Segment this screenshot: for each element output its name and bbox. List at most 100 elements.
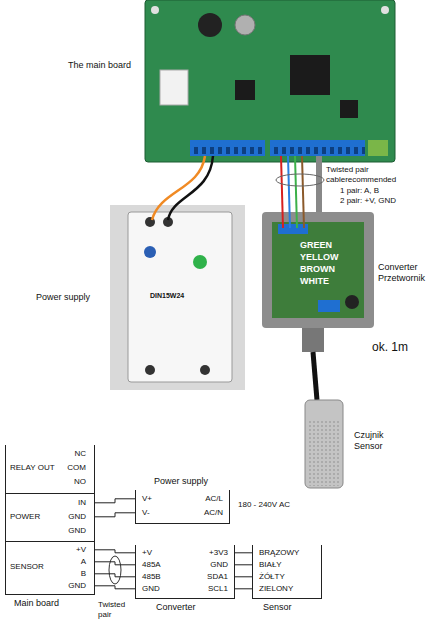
power-supply-module: [128, 212, 232, 382]
pin-name: BIAŁY: [259, 560, 282, 570]
pin-name: 485A: [142, 560, 161, 570]
pin-name: V-: [142, 508, 150, 518]
caption-label: ok. 1m: [372, 340, 408, 354]
wire: [94, 574, 135, 577]
chip: [235, 80, 255, 100]
box-heading: SENSOR: [10, 562, 44, 572]
caption-label: The main board: [68, 60, 144, 71]
box-heading: Main board: [14, 598, 59, 609]
mount-hole: [151, 6, 159, 14]
caption-label: DIN15W24: [150, 292, 184, 300]
board-section: SENSOR +V AB GND: [6, 541, 94, 593]
caption-label: GREEN: [300, 240, 332, 251]
board-section: POWER IN GND GND: [6, 493, 94, 541]
converter-pcb: [272, 222, 364, 318]
pin-name: ZIELONY: [259, 584, 293, 594]
capacitor: [198, 13, 222, 37]
terminal: [145, 365, 155, 375]
pin-name: GND: [210, 560, 228, 570]
twisted-pair-mark: [109, 556, 121, 584]
wire-brown: [302, 156, 304, 228]
coin-cell: [235, 15, 255, 35]
wire: [94, 513, 135, 517]
wire: [94, 499, 135, 503]
caption-label: 1 pair: A, B: [340, 186, 379, 196]
wire-blue: [288, 156, 290, 228]
pin-name: SCL1: [208, 584, 228, 594]
pin-name: BRĄZOWY: [259, 548, 299, 558]
box-heading: Converter: [156, 602, 196, 613]
caption-label: YELLOW: [300, 252, 339, 263]
pin-name: A: [81, 557, 86, 567]
converter-housing: [262, 212, 374, 328]
caption-label: BROWN: [300, 264, 335, 275]
terminal-slots: [270, 140, 365, 156]
sensor-probe: [305, 400, 343, 488]
connector: [160, 70, 188, 105]
chip: [290, 55, 330, 95]
potentiometer: [144, 246, 156, 258]
caption-label: Twisted pair: [98, 600, 138, 619]
caption-label: 2 pair: +V, GND: [340, 196, 396, 206]
pin-name: NC: [74, 449, 86, 459]
terminal-block: [368, 140, 388, 156]
pin-name: +V: [142, 548, 152, 558]
photo-ground: [110, 205, 245, 390]
component-box: SensorBRĄZOWYBIAŁYŻÓŁTYZIELONY: [252, 545, 322, 599]
pin-name: SDA1: [207, 572, 228, 582]
pin-name: GND: [68, 526, 86, 536]
mount-hole: [381, 6, 389, 14]
pin-name: B: [81, 569, 86, 579]
box-heading: POWER: [10, 512, 40, 522]
pin-name: COM: [67, 463, 86, 473]
pin-name: AC/N: [204, 508, 223, 518]
caption-label: Czujnik Sensor: [354, 430, 404, 452]
terminal: [200, 365, 210, 375]
main-board-pcb: [145, 0, 395, 162]
wire: [94, 550, 135, 553]
board-section: RELAY OUT NC COM NO: [6, 445, 94, 493]
box-heading: Sensor: [263, 602, 292, 613]
pin-name: GND: [142, 584, 160, 594]
sensor-filter: [307, 420, 341, 486]
pin-name: IN: [78, 498, 86, 508]
pin-name: GND: [68, 512, 86, 522]
terminal-block: [318, 300, 340, 312]
terminal-block: [190, 140, 265, 156]
terminal-block: [270, 140, 365, 156]
component-box: Converter+V485A485BGND+3V3GNDSDA1SCL1: [135, 545, 235, 599]
component-box: RELAY OUTNCCOMNOPOWERINGNDGNDSENSOR+VABG…: [5, 445, 95, 595]
wire-black: [168, 156, 213, 220]
pin-name: NO: [74, 477, 86, 487]
component-box: Power supplyV+V-AC/LAC/N: [135, 490, 230, 524]
caption-label: Twisted pair cablerecommended: [326, 165, 434, 184]
box-heading: Power supply: [154, 476, 208, 487]
wire: [235, 552, 252, 553]
twisted-pair-mark: [276, 174, 324, 186]
pin-name: +3V3: [209, 548, 228, 558]
cable-gland: [302, 328, 324, 352]
wire: [235, 576, 252, 577]
box-heading: RELAY OUT: [10, 463, 55, 473]
caption-label: Power supply: [36, 292, 90, 303]
wire: [94, 586, 135, 589]
wire-red: [281, 156, 283, 228]
sensor-cable: [313, 352, 317, 400]
caption-label: WHITE: [300, 276, 329, 287]
pin-name: V+: [142, 494, 152, 504]
pin-name: AC/L: [205, 494, 223, 504]
wire: [94, 562, 135, 565]
wire: [235, 564, 252, 565]
caption-label: 180 - 240V AC: [238, 500, 290, 510]
pin-name: GND: [68, 581, 86, 591]
pin-name: ŻÓŁTY: [259, 572, 285, 582]
capacitor: [345, 295, 359, 309]
wire-green: [295, 156, 297, 228]
chip: [340, 100, 358, 118]
pin-name: +V: [76, 545, 86, 555]
led: [193, 255, 207, 269]
wire: [235, 588, 252, 589]
caption-label: Converter Przetwornik: [378, 262, 434, 284]
pin-name: 485B: [142, 572, 161, 582]
